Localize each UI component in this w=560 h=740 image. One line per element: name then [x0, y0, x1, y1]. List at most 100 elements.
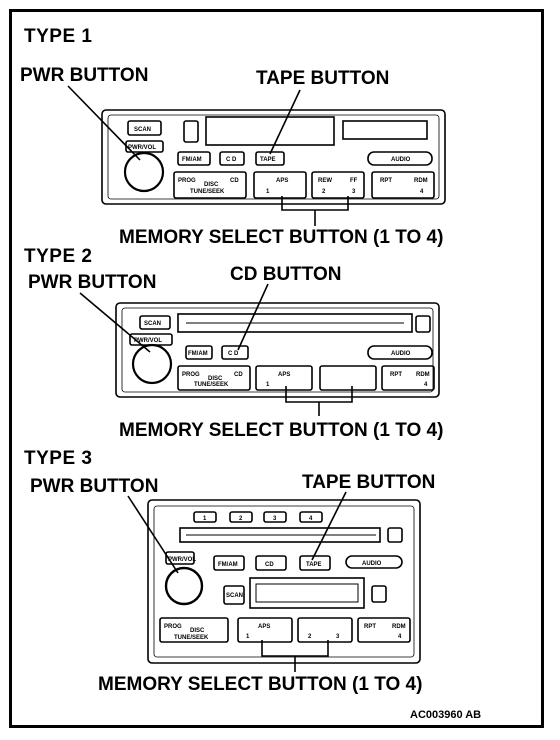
type-1-tape-button[interactable] — [255, 151, 285, 166]
type-1-cd-small-text: CD — [230, 178, 239, 184]
type-3-prog-text: PROG — [164, 624, 182, 630]
type-3-d3-text: 3 — [273, 516, 277, 522]
type-2-scan-button[interactable] — [139, 315, 171, 330]
type-3-disc-2[interactable] — [229, 511, 253, 523]
type-2-tune-text: TUNE/SEEK — [194, 382, 229, 388]
type-3-p3-text: 3 — [336, 634, 340, 640]
type-1-prog-disc-button[interactable] — [173, 171, 247, 199]
type-3-rpt-text: RPT — [364, 624, 376, 630]
type-3-preset-4[interactable] — [357, 617, 411, 643]
type-2-p1-text: 1 — [266, 382, 270, 388]
type-2-audio-rocker[interactable] — [367, 345, 433, 360]
type-1-scan-text: SCAN — [134, 127, 151, 133]
type-3-prog-disc-button[interactable] — [159, 617, 229, 643]
type-1-tape-slot — [342, 120, 428, 140]
type-2-fmam-text: FM/AM — [188, 351, 208, 357]
type-3-tune-text: TUNE/SEEK — [174, 635, 209, 641]
type-3-title: TYPE 3 — [24, 448, 92, 469]
type-1-faceplate — [101, 109, 446, 205]
type-2-p4-text: 4 — [424, 382, 428, 388]
type-2-cd-label: CD BUTTON — [230, 264, 342, 285]
type-2-preset-1[interactable] — [255, 365, 313, 391]
type-1-eject-button[interactable] — [183, 120, 199, 143]
type-1-display — [205, 116, 335, 146]
type-3-tape-text: TAPE — [306, 562, 322, 568]
type-2-cd-small-text: CD — [234, 372, 243, 378]
type-3-preset-1[interactable] — [237, 617, 293, 643]
type-1-scan-button[interactable] — [127, 120, 162, 136]
type-3-pwr-knob[interactable] — [164, 566, 204, 606]
type-1-tune-text: TUNE/SEEK — [190, 189, 225, 195]
type-2-scan-text: SCAN — [144, 321, 161, 327]
type-3-d4-text: 4 — [309, 516, 313, 522]
type-1-leaders — [67, 85, 349, 226]
type-1-prog-text: PROG — [178, 178, 196, 184]
type-2-preset-4[interactable] — [381, 365, 435, 391]
type-3-scan-text: SCAN — [226, 593, 243, 599]
type-3-fmam-button[interactable] — [213, 555, 245, 571]
type-2-eject-button[interactable] — [415, 315, 431, 333]
type-3-aps-text: APS — [258, 624, 270, 630]
type-1-rdm-text: RDM — [414, 178, 428, 184]
type-1-audio-rocker[interactable] — [367, 151, 433, 166]
type-3-d2-text: 2 — [239, 516, 243, 522]
type-3-tape-button[interactable] — [299, 555, 331, 571]
type-2-cd-slot — [177, 313, 413, 333]
type-3-disc-text: DISC — [190, 628, 205, 634]
type-2-section: TYPE 2 PWR BUTTON CD BUTTON SCAN PWR/VOL… — [24, 246, 443, 441]
type-3-tape-label: TAPE BUTTON — [302, 472, 435, 493]
type-1-cd-button[interactable] — [219, 151, 245, 166]
type-1-preset-4[interactable] — [371, 171, 435, 199]
type-1-ff-text: FF — [350, 178, 358, 184]
type-1-pwr-knob[interactable] — [123, 151, 165, 193]
type-2-cd-text: C D — [228, 351, 239, 357]
type-1-fmam-button[interactable] — [177, 151, 211, 166]
type-1-pwr-label: PWR BUTTON — [20, 65, 148, 86]
type-3-pwr-label: PWR BUTTON — [30, 476, 158, 497]
type-3-pwrvol-button[interactable] — [165, 551, 195, 565]
type-3-cd-slot — [179, 527, 381, 543]
type-3-eject-cd[interactable] — [387, 527, 403, 543]
type-1-rew-text: REW — [318, 178, 332, 184]
type-3-preset-2-3[interactable] — [297, 617, 353, 643]
type-3-d1-text: 1 — [203, 516, 207, 522]
type-3-p4-text: 4 — [398, 634, 402, 640]
type-3-disc-4[interactable] — [299, 511, 323, 523]
type-3-fmam-text: FM/AM — [218, 562, 238, 568]
type-2-leaders — [79, 283, 353, 416]
type-3-radio-unit — [147, 499, 421, 664]
type-2-prog-text: PROG — [182, 372, 200, 378]
type-3-disc-3[interactable] — [263, 511, 287, 523]
type-3-disc-1[interactable] — [193, 511, 217, 523]
type-1-p1-text: 1 — [266, 189, 270, 195]
type-3-p2-text: 2 — [308, 634, 312, 640]
type-1-fmam-text: FM/AM — [182, 157, 202, 163]
type-2-disc-text: DISC — [208, 376, 223, 382]
type-2-pwr-label: PWR BUTTON — [28, 272, 156, 293]
type-1-p3-text: 3 — [352, 189, 356, 195]
type-2-preset-2-3[interactable] — [319, 365, 377, 391]
type-2-prog-disc-button[interactable] — [177, 365, 251, 391]
type-1-tape-label: TAPE BUTTON — [256, 68, 389, 89]
type-3-section: TYPE 3 PWR BUTTON TAPE BUTTON — [24, 448, 435, 695]
type-2-memory-label: MEMORY SELECT BUTTON (1 TO 4) — [119, 420, 443, 441]
type-1-preset-1[interactable] — [253, 171, 307, 199]
type-3-audio-rocker[interactable] — [345, 555, 403, 569]
type-1-button-text: SCAN PWR/VOL FM/AM C D TAPE AUDIO PROG D… — [128, 127, 428, 195]
type-1-pwrvol-text: PWR/VOL — [128, 145, 156, 151]
type-1-section: TYPE 1 PWR BUTTON TAPE BUTTON — [20, 26, 446, 248]
type-2-rdm-text: RDM — [416, 372, 430, 378]
type-1-audio-text: AUDIO — [391, 157, 411, 163]
type-2-pwr-knob[interactable] — [131, 343, 173, 385]
type-3-cd-text: CD — [265, 562, 274, 568]
type-2-pwrvol-text: PWR/VOL — [134, 338, 162, 344]
type-3-cd-button[interactable] — [255, 555, 287, 571]
type-2-cd-button[interactable] — [221, 345, 249, 360]
type-3-eject-tape[interactable] — [371, 585, 387, 603]
type-2-radio-unit — [115, 302, 440, 398]
type-3-scan-button[interactable] — [223, 585, 245, 605]
type-1-preset-2-3[interactable] — [311, 171, 365, 199]
type-2-faceplate — [115, 302, 440, 398]
type-2-fmam-button[interactable] — [185, 345, 213, 360]
